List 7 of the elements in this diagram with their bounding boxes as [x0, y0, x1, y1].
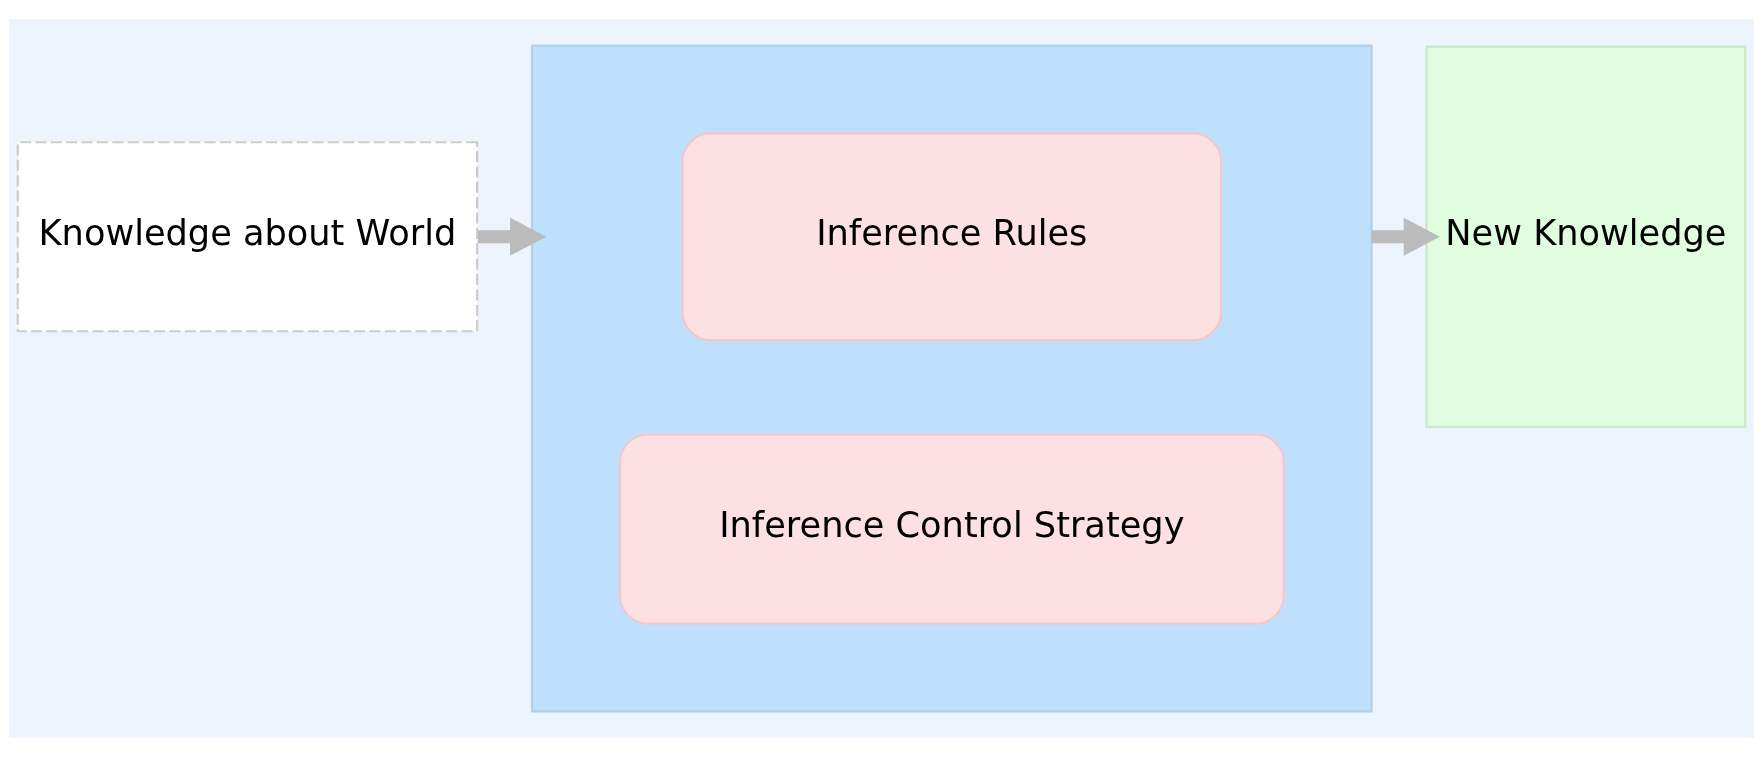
arrow — [1371, 217, 1440, 256]
node-box: New Knowledge — [1424, 45, 1746, 428]
node-box: Inference Rules — [681, 132, 1222, 342]
cluster — [530, 44, 1373, 713]
node-box: Knowledge about World — [16, 141, 478, 333]
arrow — [477, 217, 546, 256]
node-box: Inference Control Strategy — [618, 433, 1285, 625]
